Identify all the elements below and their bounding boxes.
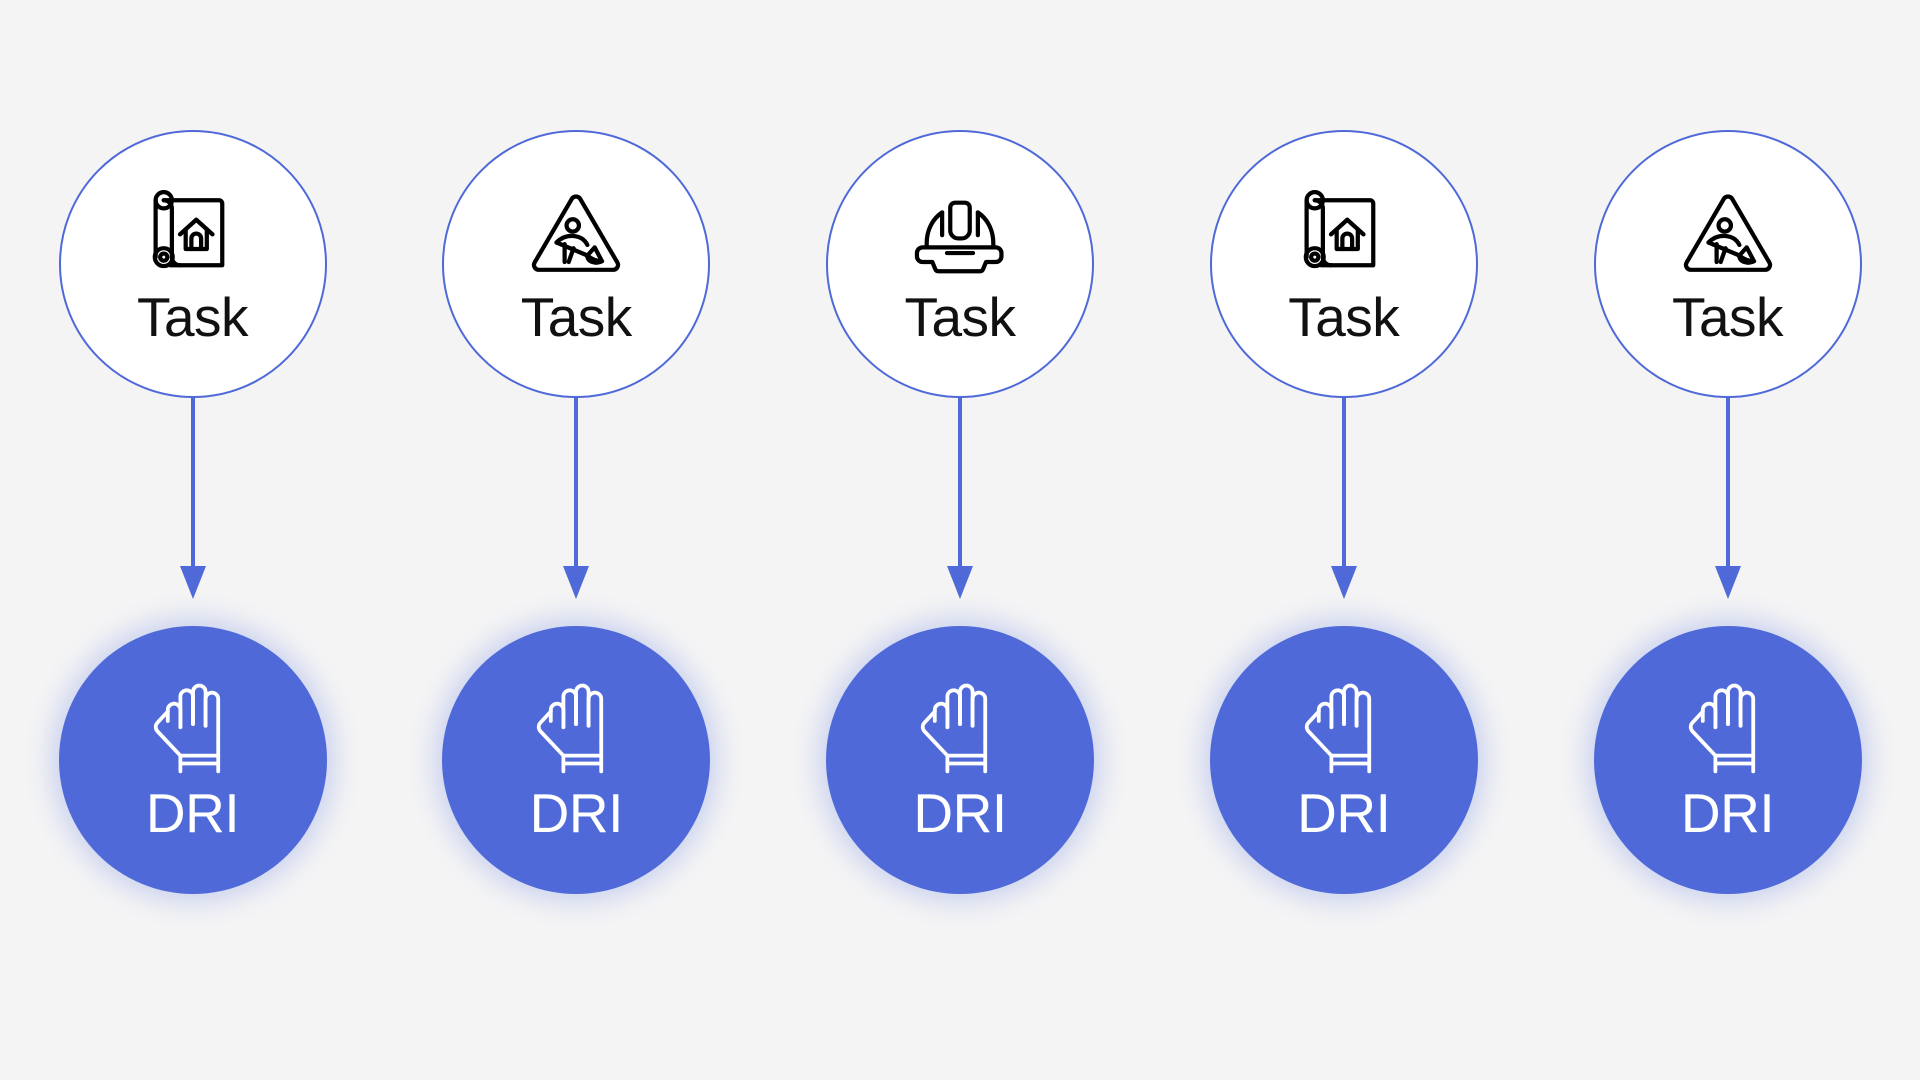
dri-label: DRI	[529, 781, 624, 844]
blueprint-house-plan-icon	[1292, 184, 1396, 288]
arrow-down-icon	[1324, 394, 1364, 604]
diagram-column: Task	[439, 130, 714, 894]
dri-node[interactable]: DRI	[826, 626, 1094, 894]
roadwork-warning-triangle-icon	[1676, 184, 1780, 288]
task-node[interactable]: Task	[442, 130, 711, 398]
task-label: Task	[1671, 285, 1784, 348]
task-label: Task	[520, 285, 633, 348]
dri-label: DRI	[913, 781, 1007, 844]
dri-node[interactable]: DRI	[58, 626, 327, 894]
diagram-column: Task	[55, 130, 330, 894]
diagram-column: Task	[1590, 130, 1865, 894]
hand-palm-icon	[1680, 680, 1776, 784]
task-node[interactable]: Task	[1209, 130, 1478, 398]
hand-palm-icon	[912, 680, 1008, 784]
diagram-column: Task	[823, 130, 1098, 894]
task-label: Task	[904, 285, 1016, 348]
hard-hat-helmet-icon	[908, 184, 1012, 288]
dri-label: DRI	[1680, 781, 1775, 844]
dri-node[interactable]: DRI	[442, 626, 711, 894]
diagram-column: Task	[1206, 130, 1481, 894]
arrow-down-icon	[940, 394, 980, 604]
task-node[interactable]: Task	[58, 130, 327, 398]
dri-node[interactable]: DRI	[1593, 626, 1862, 894]
roadwork-warning-triangle-icon	[524, 184, 628, 288]
task-label: Task	[136, 285, 249, 348]
hand-palm-icon	[528, 680, 624, 784]
dri-node[interactable]: DRI	[1209, 626, 1478, 894]
task-node[interactable]: Task	[826, 130, 1094, 398]
arrow-down-icon	[556, 394, 596, 604]
hand-palm-icon	[1296, 680, 1392, 784]
dri-label: DRI	[145, 781, 240, 844]
task-label: Task	[1288, 285, 1400, 348]
dri-label: DRI	[1297, 781, 1391, 844]
blueprint-house-plan-icon	[141, 184, 245, 288]
task-node[interactable]: Task	[1593, 130, 1862, 398]
arrow-down-icon	[173, 394, 213, 604]
arrow-down-icon	[1708, 394, 1748, 604]
hand-palm-icon	[145, 680, 241, 784]
